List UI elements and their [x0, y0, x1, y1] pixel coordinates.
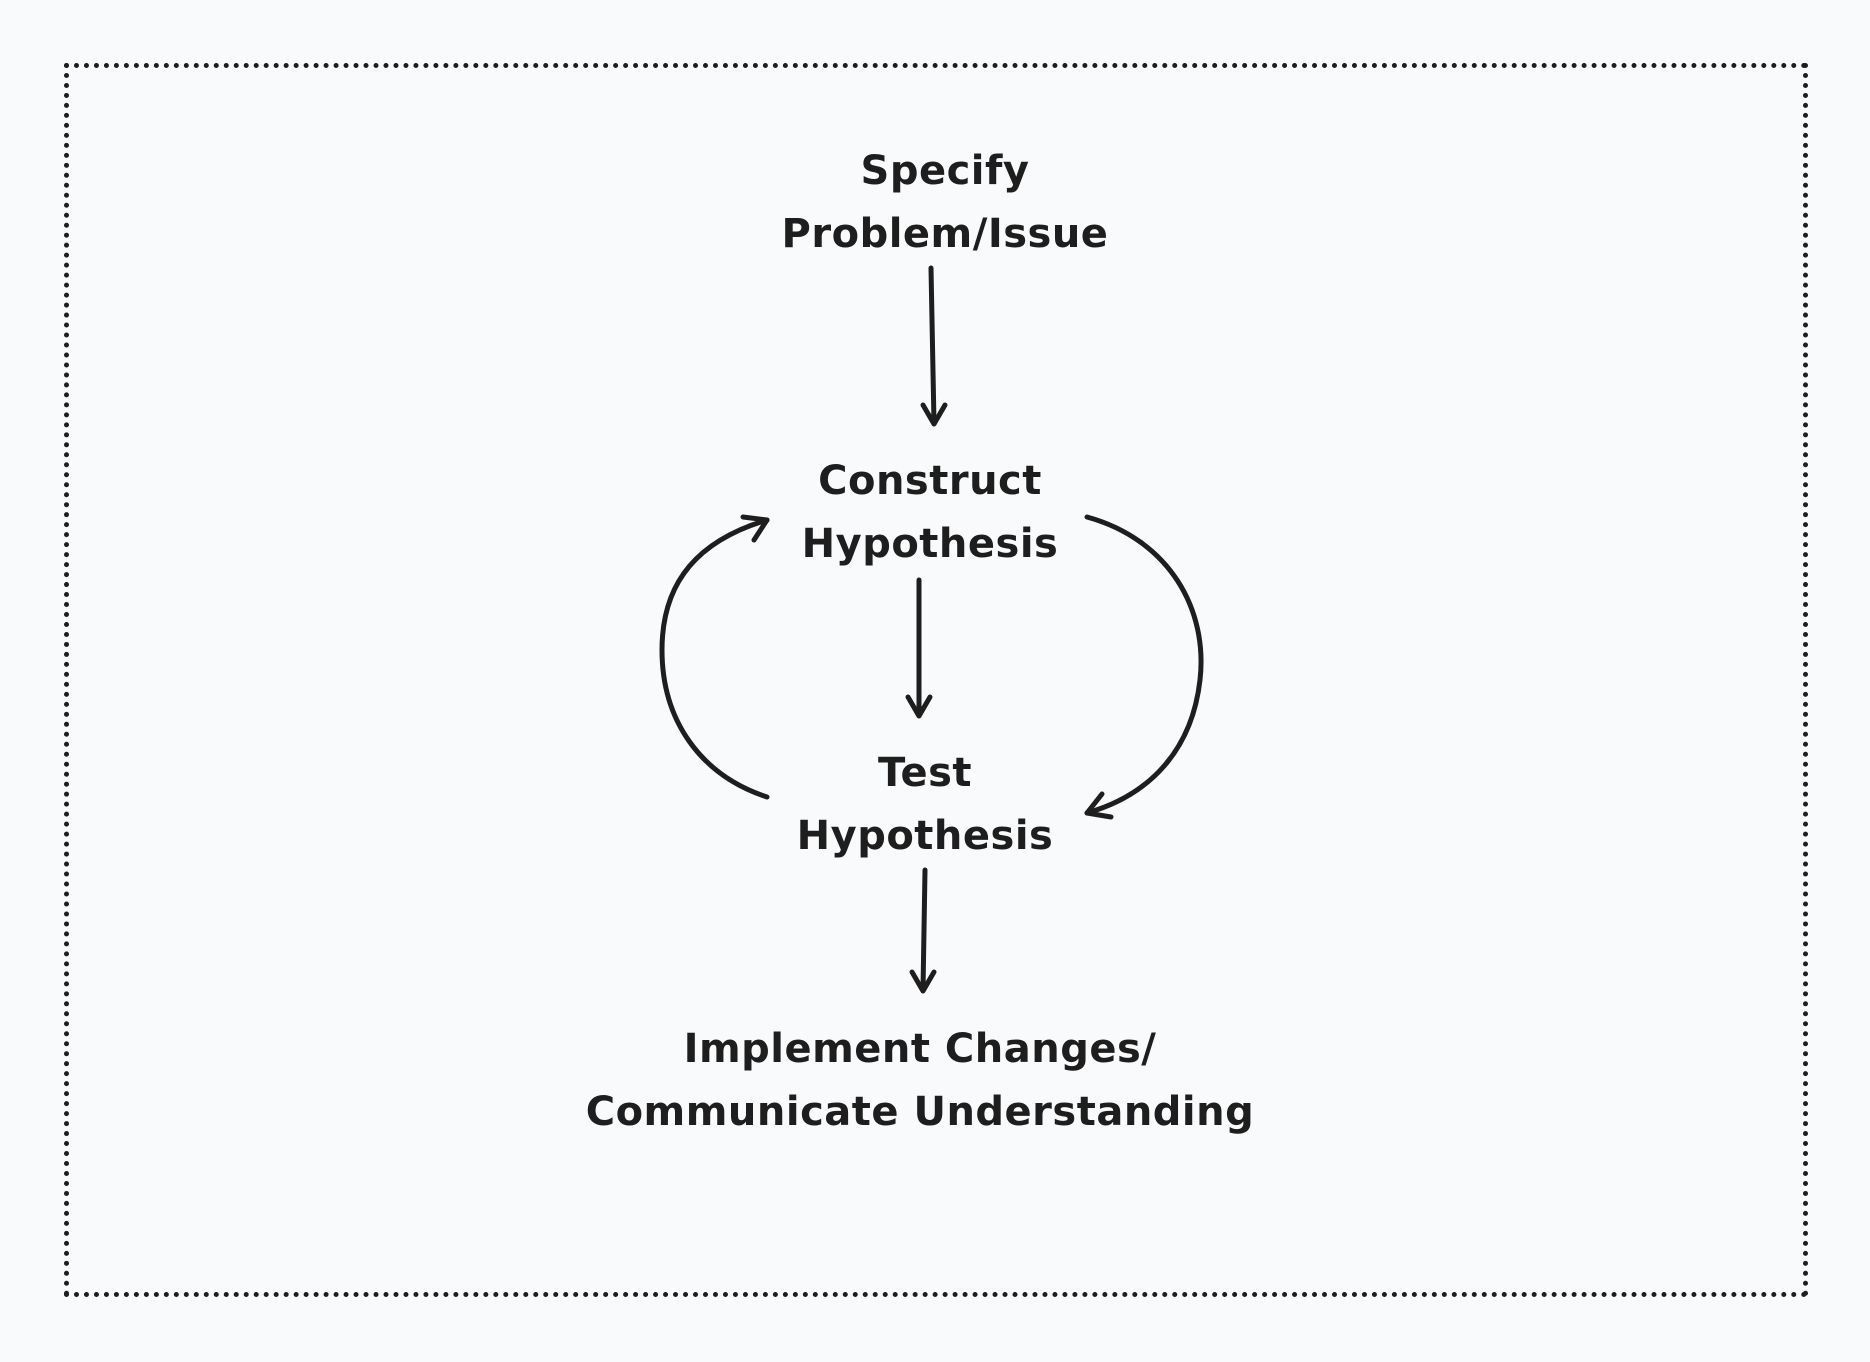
node-specify-line-2: Problem/Issue — [781, 211, 1109, 257]
node-specify-problem: Specify Problem/Issue — [700, 140, 1190, 266]
node-construct-line-1: Construct — [818, 458, 1042, 504]
node-implement-line-1: Implement Changes/ — [683, 1026, 1157, 1072]
node-implement-line-2: Communicate Understanding — [585, 1089, 1255, 1135]
node-construct-line-2: Hypothesis — [801, 521, 1059, 567]
node-implement-changes: Implement Changes/ Communicate Understan… — [480, 1018, 1360, 1144]
node-test-hypothesis: Test Hypothesis — [680, 742, 1170, 868]
node-construct-hypothesis: Construct Hypothesis — [680, 450, 1180, 576]
node-test-line-1: Test — [877, 750, 973, 796]
node-test-line-2: Hypothesis — [796, 813, 1054, 859]
dotted-frame — [64, 63, 1808, 1297]
node-specify-line-1: Specify — [860, 148, 1030, 194]
